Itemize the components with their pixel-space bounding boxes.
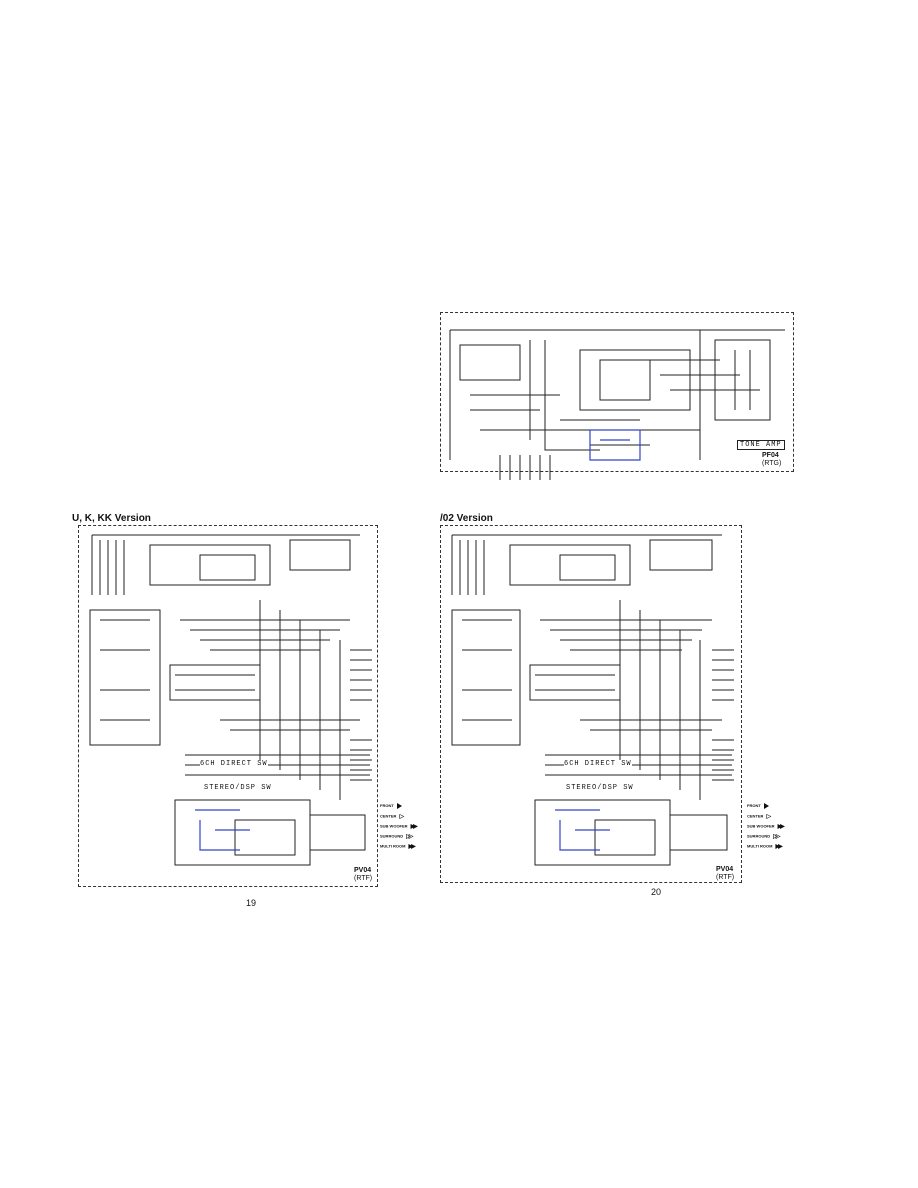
solid-arrow-icon (396, 803, 402, 809)
left-pv04-sub-text: (RTF) (354, 875, 373, 882)
double-arrow-icon: ▶▶ (408, 844, 415, 850)
left-legend-center-text: CENTER (380, 813, 397, 819)
right-six-ch-direct-label: 6CH DIRECT SW (564, 760, 632, 768)
left-legend-surround: SURROUND▷▷ (380, 833, 413, 840)
left-six-ch-direct-label: 6CH DIRECT SW (200, 760, 268, 768)
left-legend-front: FRONT (380, 803, 402, 809)
right-pv04-id-text: PV04 (716, 866, 734, 873)
left-legend-sub-woofer: SUB WOOFER▶▶ (380, 823, 418, 830)
right-legend-center: CENTER▷ (747, 813, 771, 820)
left-legend-multi-room: MULTI ROOM▶▶ (380, 843, 416, 850)
right-legend-sub-woofer-text: SUB WOOFER (747, 823, 775, 829)
right-stereo-dsp-label: STEREO/DSP SW (566, 784, 634, 792)
double-hollow-arrow-icon: ▷▷ (406, 834, 413, 840)
left-schematic-panel (78, 525, 378, 887)
pf04-sub-text: (RTG) (762, 460, 782, 467)
pf04-id-text: PF04 (762, 452, 779, 459)
right-legend-center-text: CENTER (747, 813, 764, 819)
hollow-arrow-icon: ▷ (399, 814, 403, 820)
left-legend-surround-text: SURROUND (380, 833, 404, 839)
left-legend-center: CENTER▷ (380, 813, 404, 820)
right-legend-sub-woofer: SUB WOOFER▶▶ (747, 823, 785, 830)
right-legend-front-text: FRONT (747, 803, 761, 809)
right-legend-surround-text: SURROUND (747, 833, 771, 839)
right-legend-multi-room: MULTI ROOM▶▶ (747, 843, 783, 850)
right-page-number: 20 (651, 887, 662, 897)
right-panel-title: /02 Version (440, 513, 493, 524)
right-legend-multi-room-text: MULTI ROOM (747, 843, 773, 849)
double-arrow-icon: ▶▶ (777, 824, 785, 830)
left-stereo-dsp-label: STEREO/DSP SW (204, 784, 272, 792)
hollow-arrow-icon: ▷ (766, 814, 770, 820)
left-pv04-board-id: PV04 (RTF) (354, 867, 372, 883)
left-panel-title: U, K, KK Version (72, 513, 151, 524)
tone-amp-panel (440, 312, 794, 472)
double-arrow-icon: ▶▶ (410, 824, 418, 830)
left-page-number: 19 (246, 898, 257, 908)
right-legend-surround: SURROUND▷▷ (747, 833, 780, 840)
right-pv04-board-id: PV04 (RTF) (716, 866, 734, 882)
pf04-board-id: PF04 (RTG) (762, 452, 781, 468)
tone-amp-label: TONE AMP (737, 440, 785, 450)
left-legend-sub-woofer-text: SUB WOOFER (380, 823, 408, 829)
left-legend-front-text: FRONT (380, 803, 394, 809)
left-pv04-id-text: PV04 (354, 867, 372, 874)
double-hollow-arrow-icon: ▷▷ (773, 834, 780, 840)
left-legend-multi-room-text: MULTI ROOM (380, 843, 406, 849)
solid-arrow-icon (763, 803, 769, 809)
right-pv04-sub-text: (RTF) (716, 874, 735, 881)
right-legend-front: FRONT (747, 803, 769, 809)
right-schematic-panel (440, 525, 742, 883)
double-arrow-icon: ▶▶ (775, 844, 782, 850)
